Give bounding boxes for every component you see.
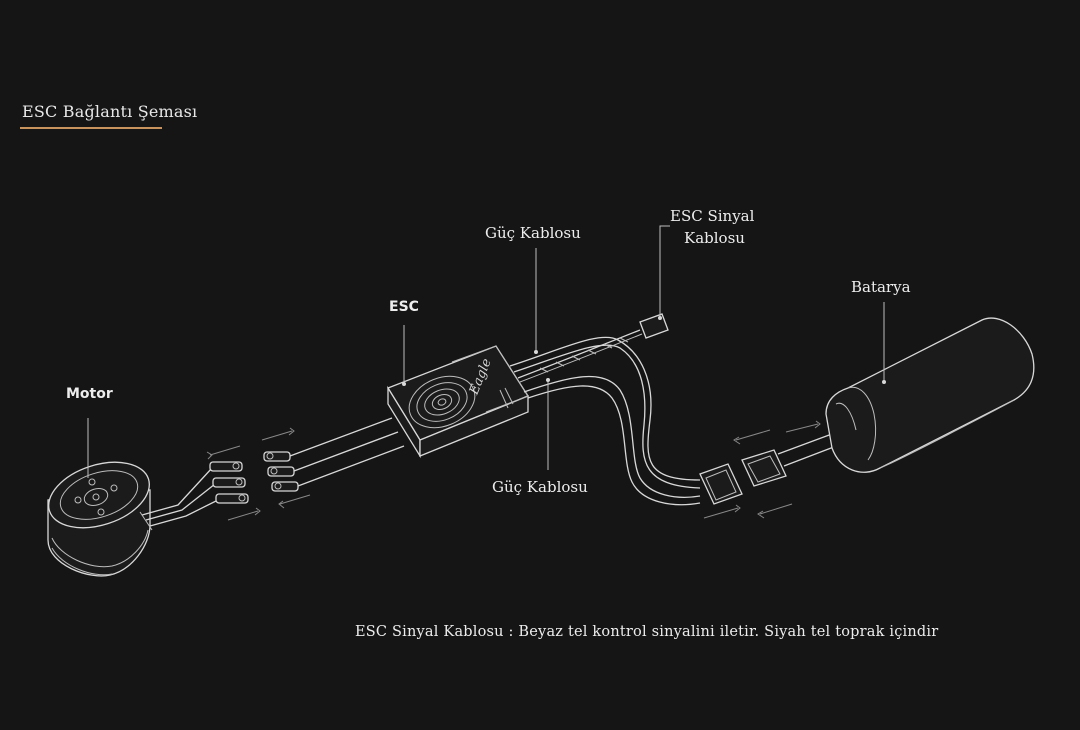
label-power-cable-top: Güç Kablosu bbox=[485, 224, 581, 242]
esc-illustration: Eagle bbox=[387, 345, 529, 459]
label-motor: Motor bbox=[66, 386, 113, 402]
connection-arrows-battery bbox=[703, 420, 821, 519]
signal-cable bbox=[517, 313, 669, 383]
esc-bullet-connectors bbox=[263, 417, 405, 492]
label-esc: ESC bbox=[389, 299, 419, 315]
label-power-cable-bottom: Güç Kablosu bbox=[492, 478, 588, 496]
battery-illustration bbox=[825, 317, 1035, 473]
title-underline bbox=[20, 127, 162, 129]
motor-illustration bbox=[47, 461, 249, 577]
label-esc-signal-line2: Kablosu bbox=[684, 229, 745, 247]
label-esc-signal-line1: ESC Sinyal bbox=[670, 207, 755, 225]
diagram-title: ESC Bağlantı Şeması bbox=[22, 102, 198, 121]
label-battery: Batarya bbox=[851, 278, 911, 296]
connection-arrows-motor bbox=[206, 427, 311, 521]
label-pointers bbox=[87, 225, 886, 478]
signal-cable-note: ESC Sinyal Kablosu : Beyaz tel kontrol s… bbox=[355, 624, 939, 640]
